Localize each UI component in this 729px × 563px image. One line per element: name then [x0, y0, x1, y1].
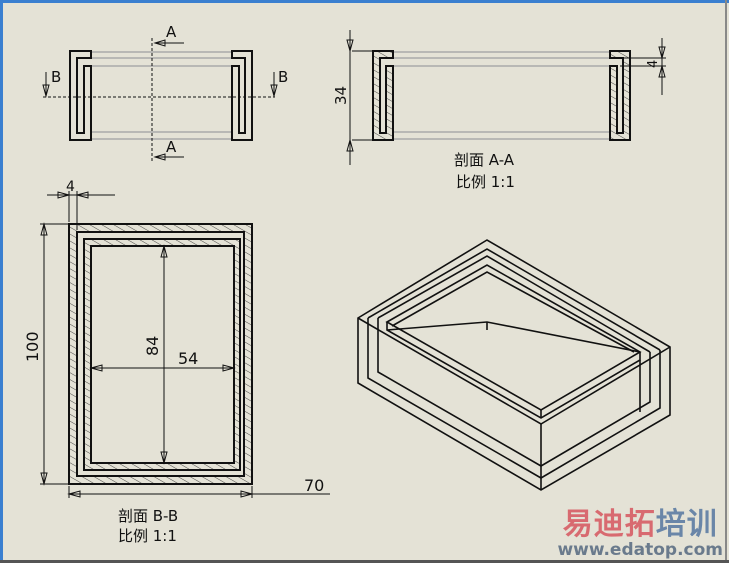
watermark-brand-blue: 培训: [655, 507, 718, 542]
section-aa-view: [346, 30, 666, 165]
section-b-label-left: B: [51, 68, 61, 86]
section-aa-scale: 比例 1:1: [456, 173, 515, 191]
top-view: [42, 38, 278, 162]
dim-bb-outer-width: 70: [304, 476, 324, 495]
section-a-label-bottom: A: [166, 138, 177, 156]
frame-left: [0, 0, 3, 563]
watermark-url: www.edatop.com: [557, 540, 723, 560]
section-bb-view: [40, 191, 330, 498]
dim-bb-inner-length: 84: [143, 336, 162, 356]
section-aa-title: 剖面 A-A: [454, 151, 515, 169]
section-bb-scale: 比例 1:1: [118, 527, 177, 545]
dim-aa-height: 34: [332, 86, 350, 105]
frame-right: [725, 0, 727, 563]
watermark-brand-red: 易迪拓: [562, 507, 656, 542]
section-b-label-right: B: [278, 68, 288, 86]
isometric-view: [357, 239, 671, 491]
dim-aa-thickness: 4: [646, 60, 661, 68]
section-bb-title: 剖面 B-B: [118, 507, 178, 525]
frame-top: [0, 0, 729, 3]
frame-bottom: [0, 560, 729, 563]
section-a-label-top: A: [166, 23, 177, 41]
dim-bb-thickness: 4: [66, 179, 75, 195]
watermark: 易迪拓培训 www.edatop.com: [557, 507, 723, 560]
dim-bb-inner-width: 54: [178, 349, 198, 368]
dim-bb-outer-length: 100: [23, 331, 42, 362]
